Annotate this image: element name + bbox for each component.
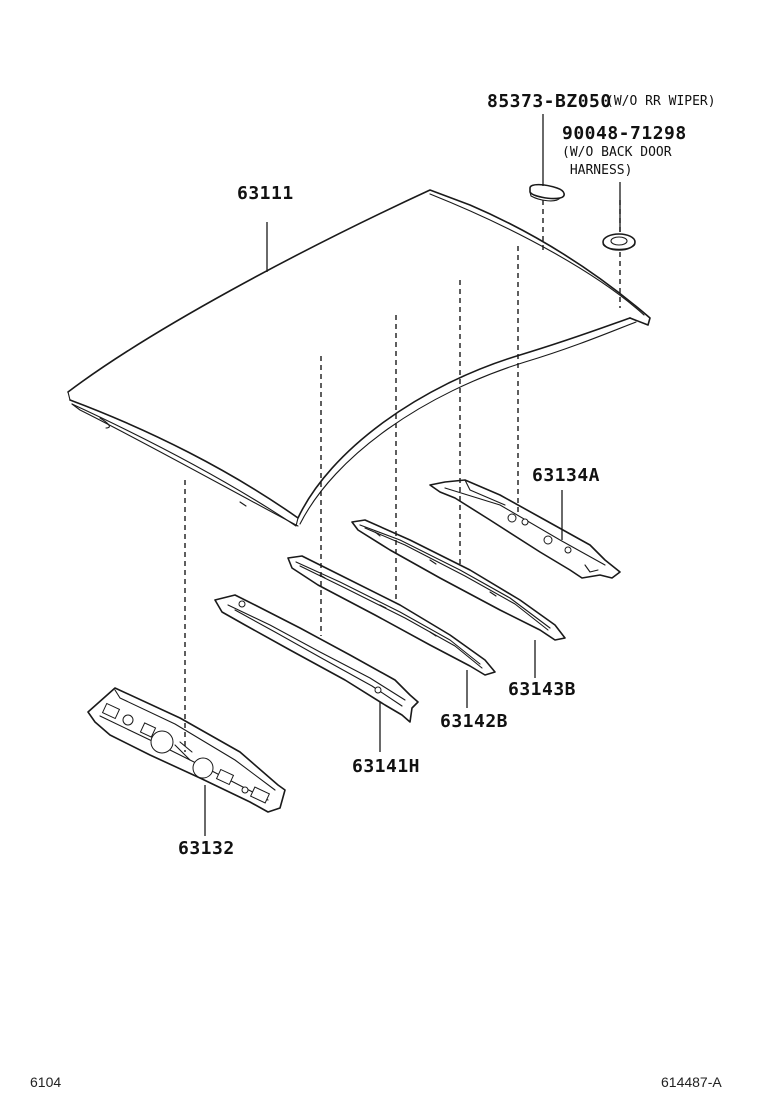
front-reinforcement [87,687,286,813]
part-number-grommet: 90048-71298 [562,123,687,144]
footer-left-code: 6104 [30,1074,62,1090]
part-number-roof-panel: 63111 [237,183,294,204]
grommet [602,233,636,251]
leader-lines [204,114,621,836]
part-number-roof-bow-3: 63143B [508,679,577,700]
grommet-note-line-1: (W/O BACK DOOR [562,145,672,160]
roof-panel [67,189,651,527]
roof-bow-1 [214,594,419,723]
rear-reinforcement [429,479,621,579]
assembly-lines [184,200,621,752]
plug-note: (W/O RR WIPER) [606,94,716,109]
footer-right-code: 614487-A [661,1074,722,1090]
plug [529,183,565,202]
grommet-note-line-2: HARNESS) [562,163,633,178]
roof-bow-3 [351,519,566,641]
part-number-plug: 85373-BZ050 [487,91,612,112]
part-number-roof-bow-2: 63142B [440,711,509,732]
part-number-front-reinforcement: 63132 [178,838,235,859]
part-number-rear-reinforcement: 63134A [532,465,601,486]
part-number-roof-bow-1: 63141H [352,756,421,777]
